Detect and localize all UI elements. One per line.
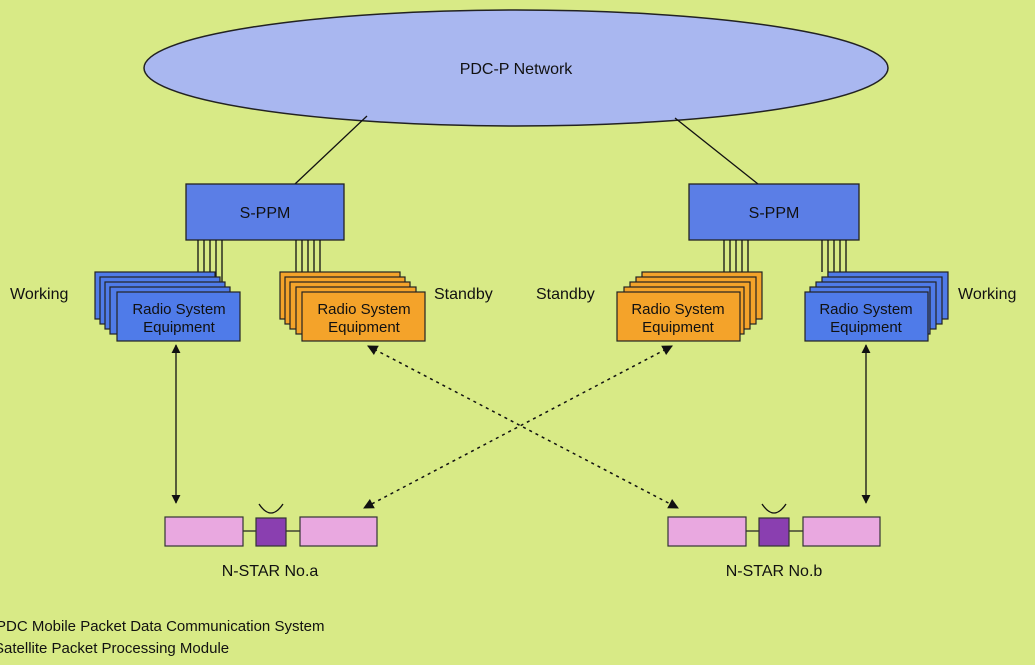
network-label: PDC-P Network <box>460 61 574 78</box>
rse-left-working-stack <box>94 271 241 342</box>
sppm-right: S-PPM <box>688 183 860 241</box>
satellite-b-label: N-STAR No.b <box>726 563 823 580</box>
satellite-a-label: N-STAR No.a <box>222 563 319 580</box>
sppm-left: S-PPM <box>185 183 345 241</box>
rse-left-working-line2: Equipment <box>143 319 216 336</box>
rse-right-working-line1: Radio System <box>819 301 912 318</box>
rse-left-standby-line1: Radio System <box>317 301 410 318</box>
link-standby-right-to-star-a <box>363 345 673 509</box>
rse-right-standby-line1: Radio System <box>631 301 724 318</box>
left-standby-label: Standby <box>434 286 493 303</box>
rse-right-working-line2: Equipment <box>830 319 903 336</box>
rse-left-working-line1: Radio System <box>132 301 225 318</box>
right-working-label: Working <box>958 286 1016 303</box>
footnote-pdc-p: PDC Mobile Packet Data Communication Sys… <box>0 618 325 635</box>
rse-left-standby-line2: Equipment <box>328 319 401 336</box>
network-link-left <box>294 115 368 185</box>
rse-right-standby-line2: Equipment <box>642 319 715 336</box>
link-standby-left-to-star-b <box>367 345 679 509</box>
pdc-p-network: PDC-P Network <box>143 9 889 127</box>
rse-right-working-stack <box>804 271 949 342</box>
network-link-right <box>674 117 759 185</box>
rse-right-standby-stack <box>616 271 763 342</box>
sppm-left-label: S-PPM <box>240 205 291 222</box>
sppm-right-label: S-PPM <box>749 205 800 222</box>
satellite-b-icon <box>667 503 881 547</box>
rse-left-standby-stack <box>279 271 426 342</box>
satellite-a-icon <box>164 503 378 547</box>
footnote-s-ppm: Satellite Packet Processing Module <box>0 640 230 657</box>
left-working-label: Working <box>10 286 68 303</box>
right-standby-label: Standby <box>536 286 595 303</box>
